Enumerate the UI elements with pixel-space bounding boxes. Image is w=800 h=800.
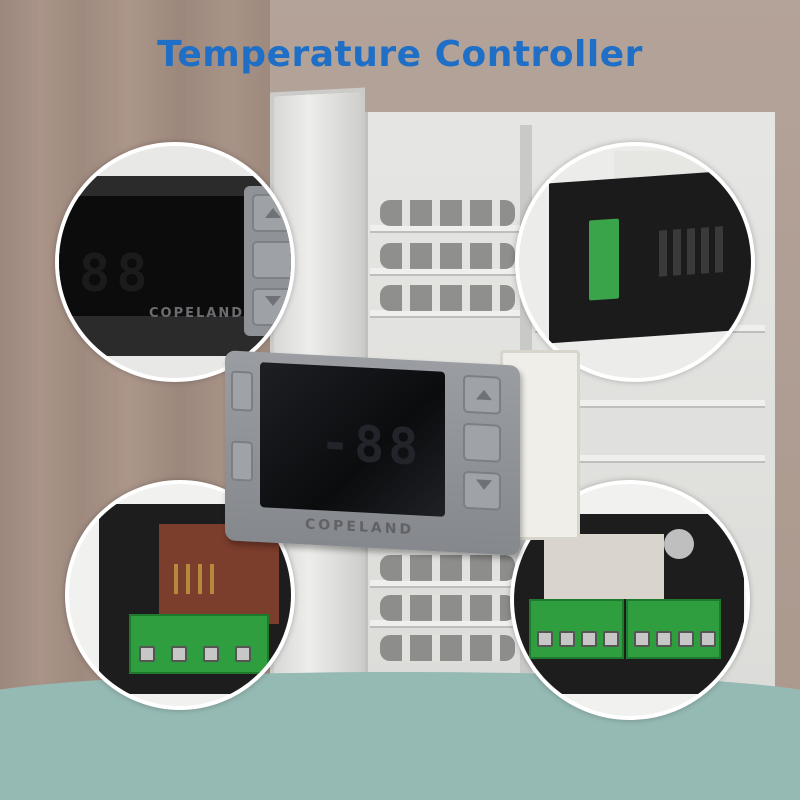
- terminal-block: [129, 614, 269, 674]
- terminal-screw: [634, 631, 650, 647]
- set-key: [252, 241, 291, 279]
- side-housing-closeup: [515, 142, 755, 382]
- wine-bottles: [380, 595, 515, 621]
- up-key: [463, 374, 501, 415]
- up-arrow-icon: [265, 208, 281, 218]
- header-pin: [198, 564, 202, 594]
- header-pin: [174, 564, 178, 594]
- page-title: Temperature Controller: [157, 34, 643, 75]
- terminal-screw: [678, 631, 694, 647]
- wine-bottles: [380, 635, 515, 661]
- terminal-screw: [235, 646, 251, 662]
- terminal-screw: [603, 631, 619, 647]
- terminal-screw: [656, 631, 672, 647]
- wine-bottles: [380, 555, 515, 581]
- display-screen: 88: [59, 196, 244, 316]
- wine-bottles: [380, 200, 515, 226]
- brand-label: COPELAND: [149, 306, 245, 321]
- controller-case: 88: [59, 176, 291, 356]
- vent-slot: [715, 226, 723, 273]
- glass-shelf: [535, 455, 765, 463]
- terminal-housing: [514, 514, 744, 694]
- terminal-screw: [139, 646, 155, 662]
- up-key: [252, 194, 291, 232]
- header-pin: [186, 564, 190, 594]
- terminal-screw: [171, 646, 187, 662]
- down-aux-key: [463, 470, 501, 511]
- housing-body: [549, 168, 751, 344]
- header-pin: [210, 564, 214, 594]
- brand-label: COPELAND: [305, 516, 415, 539]
- wine-shelf: [370, 580, 520, 588]
- temperature-controller: -88 COPELAND: [225, 340, 580, 556]
- terminal-screw: [559, 631, 575, 647]
- display-screen: -88: [260, 362, 445, 517]
- vent-slot: [687, 228, 695, 275]
- wine-shelf: [370, 268, 520, 276]
- display-digits: 88: [79, 244, 154, 304]
- left-terminal-closeup: [65, 480, 295, 710]
- controller-bezel: -88 COPELAND: [225, 350, 520, 556]
- middle-key: [463, 422, 501, 463]
- right-terminal-closeup: [510, 480, 750, 720]
- up-arrow-icon: [476, 389, 492, 401]
- capacitor: [664, 529, 694, 559]
- front-display-closeup: 88 COPELAND: [55, 142, 295, 382]
- key-panel: [244, 186, 291, 336]
- vent-slot: [673, 229, 681, 276]
- wine-bottles: [380, 243, 515, 269]
- terminal-screw: [700, 631, 716, 647]
- vent-slot: [659, 230, 667, 277]
- down-arrow-icon: [476, 479, 492, 491]
- terminal-connector: [589, 218, 619, 301]
- glass-shelf: [535, 400, 765, 408]
- display-digits: -88: [320, 413, 423, 477]
- wine-shelf: [370, 310, 520, 318]
- fan-key: [231, 370, 253, 412]
- terminal-block: [626, 599, 721, 659]
- terminal-screw: [537, 631, 553, 647]
- set-key: [231, 440, 253, 482]
- vent-slot: [701, 227, 709, 274]
- wine-shelf: [370, 225, 520, 233]
- wine-shelf: [370, 620, 520, 628]
- relay-component: [544, 534, 664, 599]
- wine-bottles: [380, 285, 515, 311]
- terminal-block: [529, 599, 624, 659]
- down-arrow-icon: [265, 296, 281, 306]
- down-key: [252, 288, 291, 326]
- terminal-screw: [203, 646, 219, 662]
- terminal-screw: [581, 631, 597, 647]
